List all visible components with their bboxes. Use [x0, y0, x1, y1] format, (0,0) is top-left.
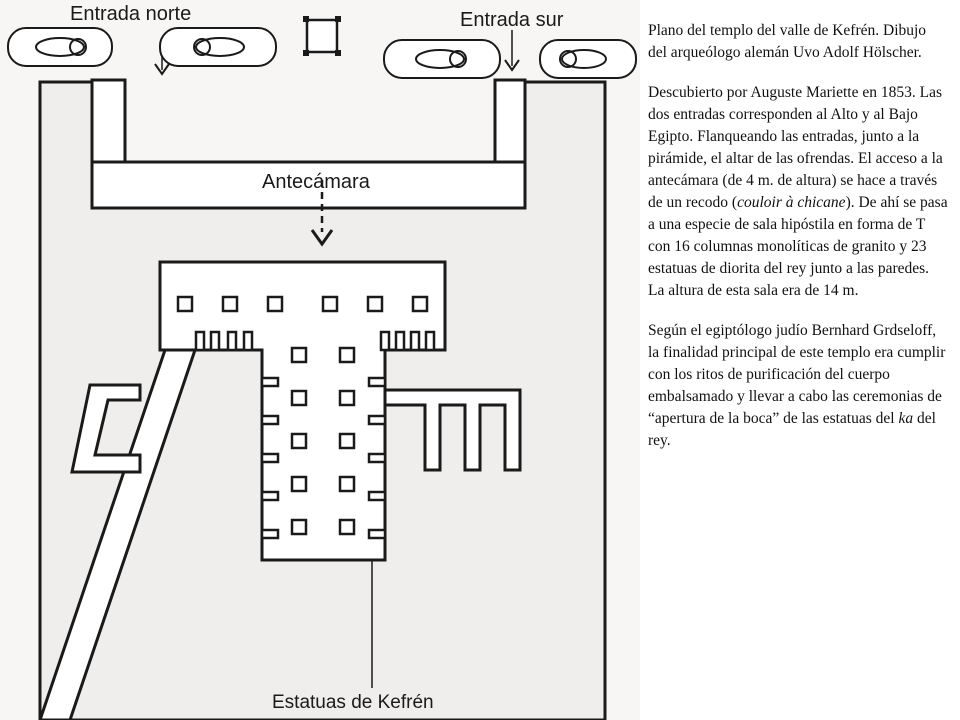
statues-label: Estatuas de Kefrén: [272, 692, 434, 713]
statue-niche: [367, 376, 387, 388]
statue-niche: [260, 414, 280, 426]
caption-paragraph-2-text-b: del rey.: [648, 410, 936, 449]
statue-niche: [367, 490, 387, 502]
statue-niche-group: [194, 330, 436, 540]
caption-paragraph-1-text-b: ). De ahí se pasa a una especie de sala …: [648, 194, 948, 299]
temple-floor-plan: Entrada norte Entrada sur Antecámara Est…: [0, 0, 640, 720]
caption-paragraph-2-italic: ka: [898, 410, 914, 427]
statue-niche: [367, 452, 387, 464]
column: [290, 346, 308, 364]
antechamber-label: Antecámara: [262, 171, 371, 193]
column: [290, 475, 308, 493]
north-entrance-label: Entrada norte: [70, 3, 191, 25]
column: [221, 295, 239, 313]
statue-niche: [367, 528, 387, 540]
column: [338, 432, 356, 450]
column: [290, 518, 308, 536]
statue-niche: [379, 330, 391, 352]
statue-niche: [424, 330, 436, 352]
statue-niche: [194, 330, 206, 352]
statue-niche: [367, 414, 387, 426]
caption-paragraph-1-italic: couloir à chicane: [737, 194, 846, 211]
caption-paragraph-1: Descubierto por Auguste Mariette en 1853…: [648, 82, 948, 302]
column: [338, 475, 356, 493]
column: [266, 295, 284, 313]
statue-niche: [209, 330, 221, 352]
antechamber: [90, 160, 527, 210]
sphinx-plinth-north-2: [159, 27, 277, 67]
statue-niche: [242, 330, 254, 352]
caption-paragraph-1-text-a: Descubierto por Auguste Mariette en 1853…: [648, 84, 943, 211]
west-side-chamber: [70, 383, 142, 474]
sphinx-plinth-north-1: [7, 27, 113, 67]
column: [338, 389, 356, 407]
column: [290, 389, 308, 407]
statue-niche: [394, 330, 406, 352]
statue-niche: [226, 330, 238, 352]
sphinx-plinth-south-1: [383, 39, 501, 79]
arrow-down-icon: [154, 63, 170, 76]
column: [338, 518, 356, 536]
column: [411, 295, 429, 313]
statue-niche: [260, 528, 280, 540]
column-group: [176, 295, 429, 536]
caption-paragraph-2-text-a: Según el egiptólogo judío Bernhard Grdse…: [648, 322, 946, 427]
west-diagonal-corridor: [38, 348, 198, 720]
column: [176, 295, 194, 313]
statue-niche: [260, 376, 280, 388]
caption-title: Plano del templo del valle de Kefrén. Di…: [648, 22, 927, 61]
statue-niche: [260, 490, 280, 502]
east-comb-chambers: [383, 388, 522, 472]
offering-altar: [303, 16, 341, 56]
column: [290, 432, 308, 450]
south-entrance-label: Entrada sur: [460, 9, 564, 31]
statue-niche: [260, 452, 280, 464]
column: [338, 346, 356, 364]
column: [366, 295, 384, 313]
caption-panel: Plano del templo del valle de Kefrén. Di…: [648, 20, 948, 470]
caption-paragraph-2: Según el egiptólogo judío Bernhard Grdse…: [648, 320, 948, 452]
down-arrow-icon: [310, 229, 334, 247]
statue-niche: [409, 330, 421, 352]
arrow-down-icon: [504, 59, 520, 72]
sphinx-plinth-south-2: [539, 39, 637, 79]
column: [321, 295, 339, 313]
